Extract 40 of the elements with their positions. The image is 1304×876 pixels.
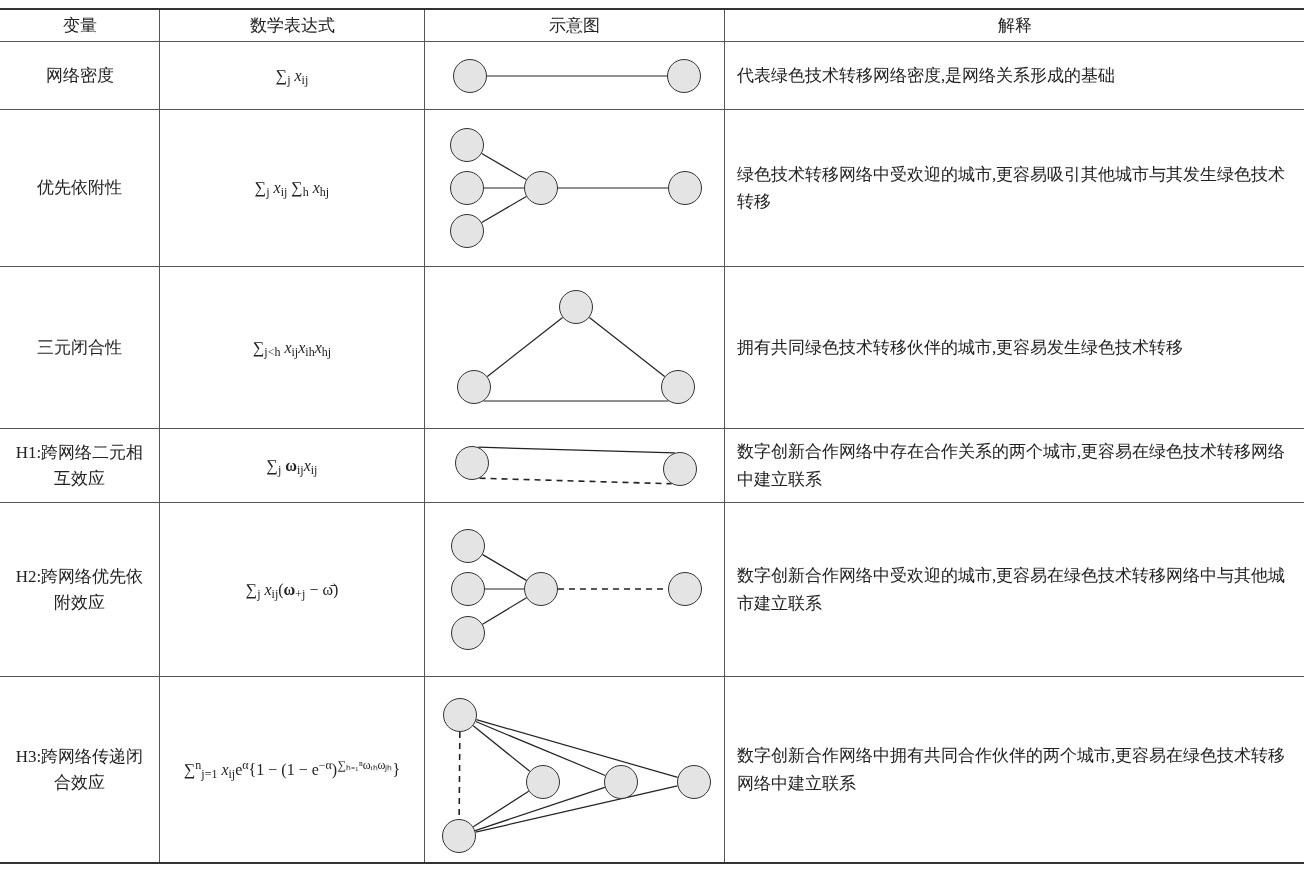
variable-name: H2:跨网络优先依附效应 (14, 566, 145, 614)
link-line (557, 187, 669, 189)
link-line (481, 195, 527, 224)
dashed-link (478, 477, 673, 485)
link-line (483, 187, 525, 189)
variable-name: 优先依附性 (37, 177, 122, 200)
explanation-text: 拥有共同绿色技术转移伙伴的城市,更容易发生绿色技术转移 (737, 336, 1184, 359)
link-line (475, 720, 606, 777)
variable-name: H3:跨网络传递闭合效应 (14, 746, 145, 794)
explanation-text: 代表绿色技术转移网络密度,是网络关系形成的基础 (737, 64, 1116, 87)
math-formula: ∑$^{n}$$_{j=1}$ x$_{ij}$e$^{α}${1 − (1 − e$^{−α}$)$^{∑ₕ₌₁ⁿωᵢₕωⱼₕ}$} (183, 757, 401, 782)
math-formula: ∑$_{j}$ x$_{ij}$ ∑$_{h}$ x$_{hj}$ (254, 178, 330, 200)
explanation-text: 绿色技术转移网络中受欢迎的城市,更容易吸引其他城市与其发生绿色技术转移 (737, 163, 1287, 213)
link-line (482, 554, 527, 581)
link-line (486, 75, 668, 77)
link-line (474, 785, 679, 833)
variable-name: 三元闭合性 (37, 336, 122, 359)
column-header: 数学表达式 (249, 14, 335, 37)
link-line (484, 588, 525, 590)
link-line (481, 152, 527, 181)
link-line (588, 316, 666, 378)
link-line (472, 725, 531, 772)
explanation-text: 数字创新合作网络中拥有共同合作伙伴的两个城市,更容易在绿色技术转移网络中建立联系 (737, 745, 1287, 795)
math-formula: ∑$_{j}$ x$_{ij}$ (275, 65, 309, 88)
link-line (475, 719, 679, 778)
explanation-text: 数字创新合作网络中存在合作关系的两个城市,更容易在绿色技术转移网络中建立联系 (737, 441, 1287, 491)
link-line (483, 400, 669, 402)
variable-name: 网络密度 (45, 64, 114, 87)
link-line (481, 597, 528, 625)
link-line (486, 316, 564, 378)
math-formula: ∑$_{j}$ ω$_{ij}$x$_{ij}$ (266, 455, 318, 478)
link-line (474, 786, 606, 832)
column-header: 解释 (997, 14, 1032, 37)
math-formula: ∑$_{j}$ x$_{ij}$(ω$_{+j}$ − ω̄) (245, 579, 339, 602)
math-formula: ∑$_{j<h}$ x$_{ij}$x$_{ih}$x$_{hj}$ (252, 337, 332, 360)
explanation-text: 数字创新合作网络中受欢迎的城市,更容易在绿色技术转移网络中与其他城市建立联系 (737, 565, 1287, 615)
column-header: 变量 (62, 14, 97, 37)
link-line (472, 790, 530, 828)
column-header: 示意图 (549, 14, 600, 37)
variable-name: H1:跨网络二元相互效应 (14, 442, 145, 490)
